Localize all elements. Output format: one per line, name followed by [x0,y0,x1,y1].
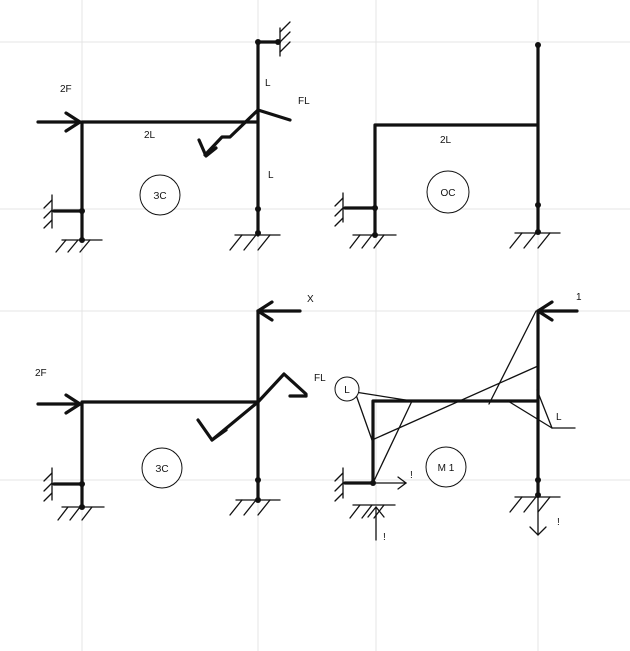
d3-hinge [79,481,85,487]
d2-ground-support-left [349,234,397,249]
d2-left-wall-support [334,192,344,227]
d4-vertical-reaction-left [367,505,385,541]
d1-system-label: ЗС [153,191,166,202]
d2-hinge [535,42,541,48]
d3-moment-fl-symbol [196,372,308,442]
d1-hinge [255,39,261,45]
d1-frame [80,40,260,242]
d4-unit-force-arrow [536,300,579,322]
d3-unknown-force-arrow [256,300,302,322]
d4-left-wall-support [334,467,344,502]
d2-hinge [535,202,541,208]
d2-hinge [372,205,378,211]
d4-moment-diagram-lines [354,310,576,484]
d2-system-badge [426,170,470,214]
d3-force-label: 2F [35,368,47,379]
d4-hinge [370,480,376,486]
d4-hinge [535,477,541,483]
d2-ground-support-right [509,232,561,249]
d3-left-wall-support [43,467,53,502]
d4-right-L-label: L [556,412,562,423]
d3-system-badge [141,447,183,489]
d4-reaction-v-right-label: ! [557,517,560,528]
d1-lower-column-label: L [268,170,274,181]
diagram-3-equivalent-system: 2F X FL ЗС [35,294,326,521]
d1-system-badge [139,174,181,216]
d4-reaction-v-left-label: ! [383,532,386,543]
d3-moment-label: FL [314,373,326,384]
d3-frame [80,309,260,509]
d3-hinge [255,477,261,483]
diagram-4-unit-moment-diagram: 1 L L ! ! ! М 1 [334,292,582,543]
d4-ground-support-right [509,496,561,513]
d1-force-2f-arrow [36,111,82,133]
diagram-1-given-system: 2F 2L L L FL ЗС [36,21,310,253]
d1-hinge [255,206,261,212]
d3-ground-support-right [229,499,281,516]
d1-ground-support-left [55,239,103,253]
d4-reaction-h-label: ! [410,470,413,481]
d2-frame [373,43,540,237]
d4-vertical-reaction-right [529,494,547,536]
diagram-2-base-system: 2L ОС [334,42,561,249]
d1-force-label: 2F [60,84,72,95]
d4-system-label: М 1 [438,463,455,474]
d4-ground-support-left [349,504,396,519]
d1-hinge [79,208,85,214]
d4-system-badge [425,446,467,488]
d3-system-label: ЗС [155,464,168,475]
d4-left-L-badge [334,376,360,402]
d1-beam-length-label: 2L [144,130,156,141]
d3-force-2f-arrow [36,393,82,415]
d3-ground-support-left [57,506,105,521]
d4-unit-force-label: 1 [576,292,582,303]
d3-unknown-force-label: X [307,294,314,305]
d1-upper-column-label: L [265,78,271,89]
d1-left-wall-support [43,194,53,229]
d2-system-label: ОС [441,188,456,199]
d4-left-L-label: L [344,385,350,396]
d2-beam-length-label: 2L [440,135,452,146]
d1-top-wall-support [279,21,291,57]
d1-ground-support-right [229,234,281,251]
d1-moment-fl-symbol [197,108,292,158]
d1-moment-label: FL [298,96,310,107]
